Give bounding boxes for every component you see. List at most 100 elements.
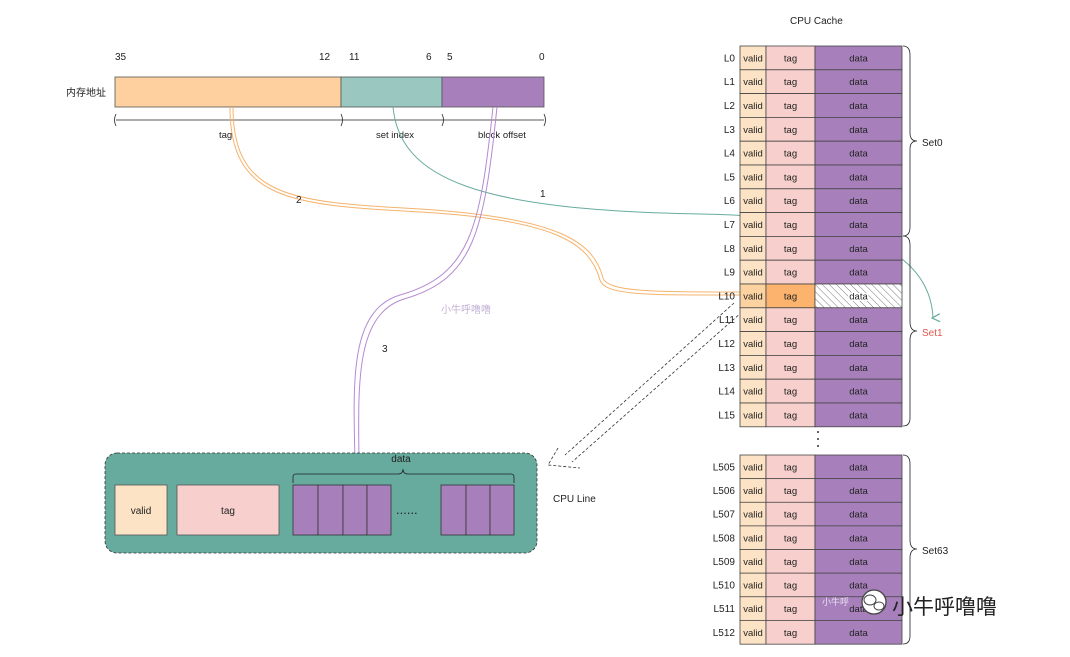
cache-line-label: L512 — [713, 628, 736, 639]
cache-line-label: L507 — [713, 510, 736, 521]
valid-cell-text: valid — [743, 291, 763, 302]
cpu-line-tag-text: tag — [221, 506, 235, 517]
cache-line-label: L14 — [718, 387, 735, 398]
cache-line-l510: L510 valid tag data — [713, 572, 903, 598]
bit-label-6: 6 — [426, 52, 432, 63]
valid-cell-text: valid — [743, 268, 763, 279]
block-offset-field — [441, 76, 545, 108]
valid-cell-text: valid — [743, 462, 763, 473]
tag-cell-text: tag — [784, 77, 797, 88]
valid-cell-text: valid — [743, 125, 763, 136]
tag-cell-text: tag — [784, 53, 797, 64]
set-braces — [902, 45, 918, 645]
set-index-arrow — [392, 106, 933, 318]
data-cell-text: data — [849, 533, 868, 544]
tag-cell-text: tag — [784, 101, 797, 112]
valid-cell-text: valid — [743, 410, 763, 421]
valid-cell-text: valid — [743, 486, 763, 497]
valid-cell-text: valid — [743, 53, 763, 64]
cpu-line-tag-box — [176, 484, 280, 536]
data-cell-text: data — [849, 315, 868, 326]
valid-cell-text: valid — [743, 533, 763, 544]
cpu-line-data-blocks — [292, 484, 515, 536]
tag-compare-arrow — [229, 106, 741, 296]
set-label-set63: Set63 — [922, 546, 949, 557]
block-offset-arrow — [353, 106, 494, 461]
cache-line-label: L8 — [724, 244, 736, 255]
arrow-label-3: 3 — [382, 344, 388, 355]
tag-cell-text: tag — [784, 220, 797, 231]
data-cell-text: data — [849, 125, 868, 136]
cache-line-label: L4 — [724, 149, 736, 160]
watermark-bottom-large: 小牛呼噜噜 — [892, 595, 997, 619]
data-cell-text: data — [849, 628, 868, 639]
valid-cell-text: valid — [743, 628, 763, 639]
data-cell — [814, 402, 903, 428]
valid-cell-text: valid — [743, 315, 763, 326]
tag-cell-text: tag — [784, 510, 797, 521]
set-label-set0: Set0 — [922, 138, 943, 149]
tag-cell-text: tag — [784, 196, 797, 207]
valid-cell-text: valid — [743, 149, 763, 160]
cache-line-label: L9 — [724, 268, 736, 279]
tag-cell-text: tag — [784, 604, 797, 615]
tag-cell-text: tag — [784, 581, 797, 592]
data-cell-text: data — [849, 604, 868, 615]
field-label-set-index: set index — [376, 130, 414, 141]
cache-line-label: L506 — [713, 486, 736, 497]
cache-line-label: L3 — [724, 125, 736, 136]
cache-line-label: L5 — [724, 172, 736, 183]
cache-line-label: L2 — [724, 101, 736, 112]
cpu-line-valid-text: valid — [131, 506, 152, 517]
valid-cell-text: valid — [743, 196, 763, 207]
data-cell-text: data — [849, 581, 868, 592]
tag-field — [114, 76, 342, 108]
tag-cell-text: tag — [784, 363, 797, 374]
data-cell-text: data — [849, 220, 868, 231]
tag-cell-text: tag — [784, 462, 797, 473]
cpu-cache-title: CPU Cache — [790, 16, 843, 27]
cpu-line-ellipsis: ...... — [396, 502, 418, 517]
valid-cell-text: valid — [743, 557, 763, 568]
cache-line-label: L10 — [718, 291, 735, 302]
field-label-block-offset: block offset — [478, 130, 526, 141]
tag-cell-text: tag — [784, 410, 797, 421]
cache-line-label: L13 — [718, 363, 735, 374]
cache-line-label: L510 — [713, 581, 736, 592]
field-label-tag: tag — [219, 130, 232, 141]
bit-label-0: 0 — [539, 52, 545, 63]
tag-cell-text: tag — [784, 172, 797, 183]
valid-cell-text: valid — [743, 244, 763, 255]
cache-line-label: L12 — [718, 339, 735, 350]
cache-line-label: L15 — [718, 410, 735, 421]
tag-cell-text: tag — [784, 315, 797, 326]
arrow-label-1: 1 — [540, 189, 546, 200]
valid-cell-text: valid — [743, 339, 763, 350]
data-cell-text: data — [849, 77, 868, 88]
valid-cell-text: valid — [743, 101, 763, 112]
arrow-label-2: 2 — [296, 195, 302, 206]
data-cell-text: data — [849, 149, 868, 160]
valid-cell-text: valid — [743, 581, 763, 592]
valid-cell-text: valid — [743, 172, 763, 183]
valid-cell-text: valid — [743, 220, 763, 231]
watermark-bottom-small: 小牛呼 — [822, 596, 849, 608]
data-cell-text: data — [849, 339, 868, 350]
data-cell-text: data — [849, 244, 868, 255]
set-index-field — [340, 76, 443, 108]
